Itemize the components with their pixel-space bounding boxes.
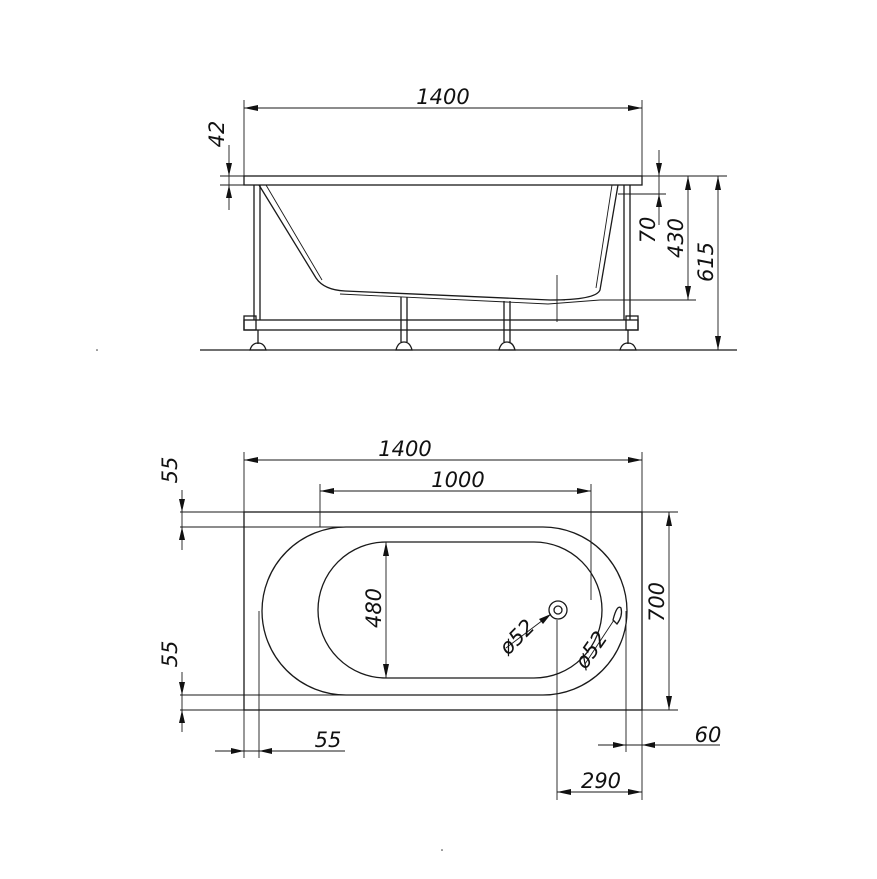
side-inner-height-label: 430 <box>664 218 688 258</box>
tub-rim <box>243 175 643 186</box>
right-offset-label: 60 <box>695 723 722 747</box>
drain-dia-label: ø52 <box>494 615 540 661</box>
frame-feet <box>249 297 637 351</box>
side-total-height-label: 615 <box>694 242 718 282</box>
top-view: ø52 ø52 1400 1000 700 480 <box>158 437 721 800</box>
side-rim-label: 42 <box>205 121 229 148</box>
side-view: 1400 42 70 430 615 <box>200 85 737 351</box>
top-width-label: 700 <box>645 582 669 622</box>
top-offset-label: 55 <box>158 457 182 484</box>
top-length-label: 1400 <box>378 437 431 461</box>
top-inner-length-label: 1000 <box>431 468 484 492</box>
drain-pos-label: 290 <box>581 769 621 793</box>
side-width-label: 1400 <box>416 85 469 109</box>
frame-bar <box>243 319 639 331</box>
bottom-offset-label: 55 <box>158 641 182 668</box>
side-depth-label: 70 <box>636 217 660 244</box>
bowl-outer <box>261 526 628 696</box>
tub-outline <box>243 511 643 711</box>
left-offset-label: 55 <box>315 728 342 752</box>
tub-body <box>258 184 619 301</box>
bowl-inner <box>317 541 603 679</box>
top-inner-width-label: 480 <box>362 588 386 628</box>
drain-circle <box>548 600 568 620</box>
overflow <box>612 606 623 625</box>
